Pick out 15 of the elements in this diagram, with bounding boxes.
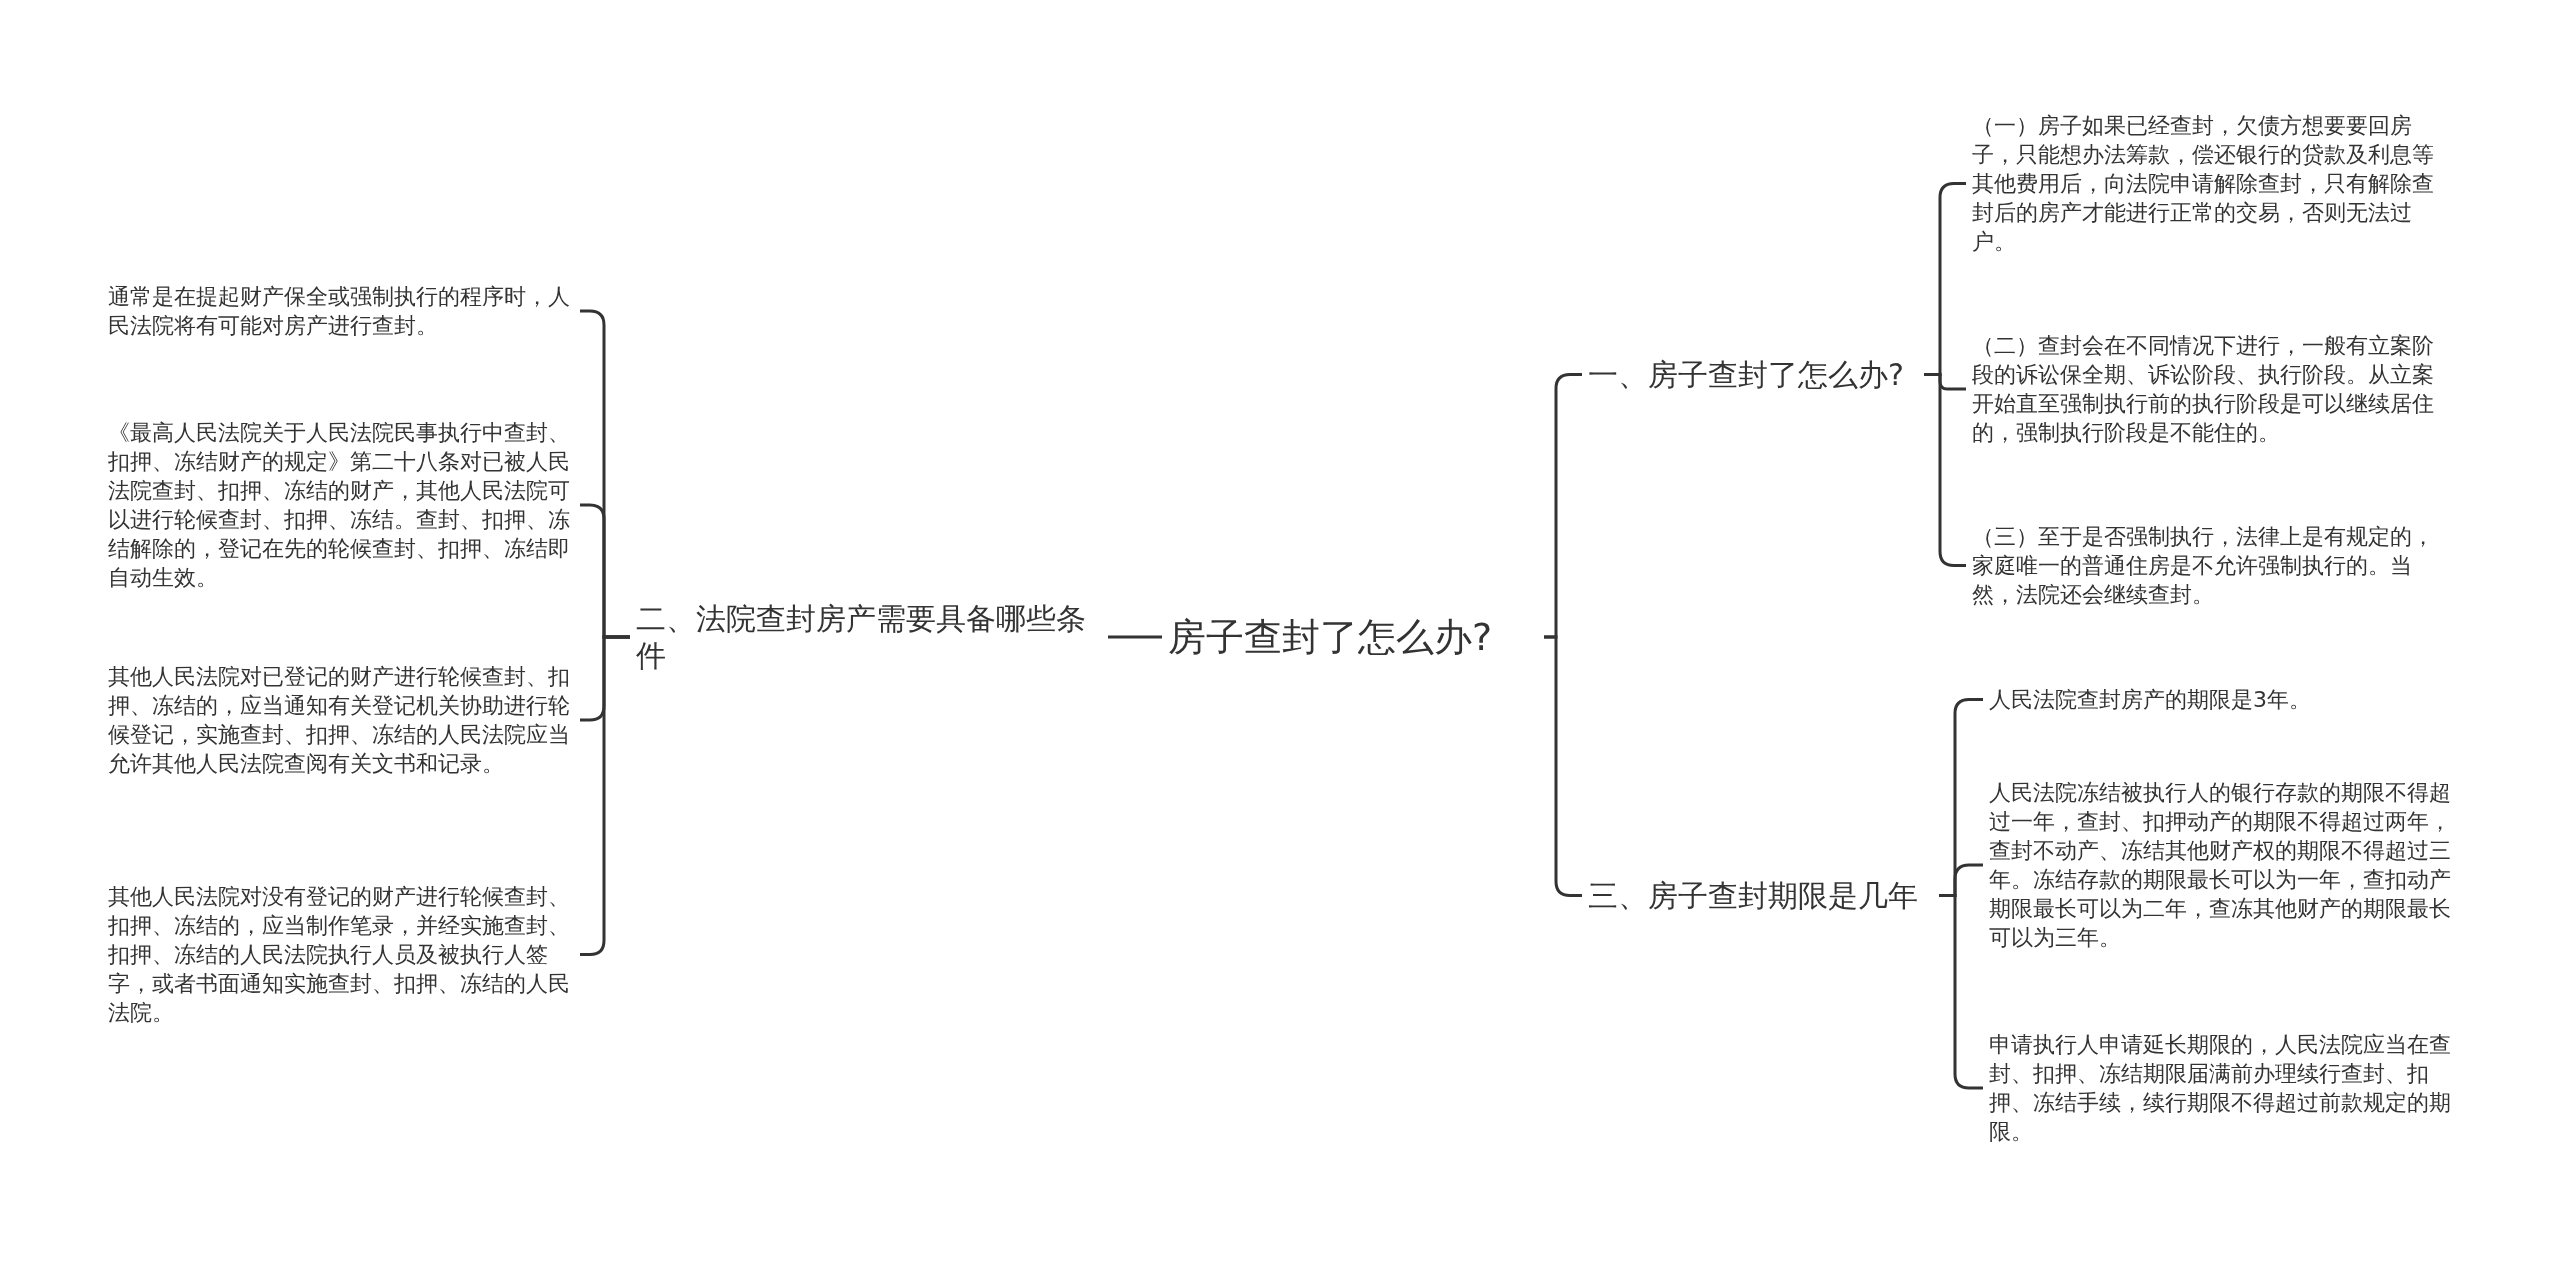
note-text: 人民法院冻结被执行人的银行存款的期限不得超过一年，查封、扣押动产的期限不得超过两年，查封不动产、冻结其他财产权的期限不得超过三年。冻结存款的期限最长可以为一年，查扣动产期限最长可以为二年，查冻其他财产的期限最长可以为三年。	[1989, 779, 2451, 952]
note-text: 通常是在提起财产保全或强制执行的程序时，人民法院将有可能对房产进行查封。	[108, 283, 571, 340]
branch-topic: 三、房子查封期限是几年	[1588, 877, 1919, 914]
note-text: 人民法院查封房产的期限是3年。	[1989, 686, 2312, 714]
note-text: 《最高人民法院关于人民法院民事执行中查封、扣押、冻结财产的规定》第二十八条对已被人民法院查封、扣押、冻结的财产，其他人民法院可以进行轮候查封、扣押、冻结。查封、扣押、冻结解除的，登记在先的轮候查封、扣押、冻结即自动生效。	[108, 419, 571, 592]
note-text: （二）查封会在不同情况下进行，一般有立案阶段的诉讼保全期、诉讼阶段、执行阶段。从立案开始直至强制执行前的执行阶段是可以继续居住的，强制执行阶段是不能住的。	[1972, 332, 2434, 447]
branch-topic: 二、法院查封房产需要具备哪些条件	[636, 600, 1087, 674]
branch-topic: 一、房子查封了怎么办?	[1588, 356, 1905, 393]
note-text: 其他人民法院对已登记的财产进行轮候查封、扣押、冻结的，应当通知有关登记机关协助进行轮候登记，实施查封、扣押、冻结的人民法院应当允许其他人民法院查阅有关文书和记录。	[108, 663, 571, 778]
note-text: （三）至于是否强制执行，法律上是有规定的，家庭唯一的普通住房是不允许强制执行的。当然，法院还会继续查封。	[1972, 523, 2434, 609]
note-text: 申请执行人申请延长期限的，人民法院应当在查封、扣押、冻结期限届满前办理续行查封、扣押、冻结手续，续行期限不得超过前款规定的期限。	[1989, 1031, 2451, 1146]
note-text: 其他人民法院对没有登记的财产进行轮候查封、扣押、冻结的，应当制作笔录，并经实施查封、扣押、冻结的人民法院执行人员及被执行人签字，或者书面通知实施查封、扣押、冻结的人民法院。	[108, 883, 571, 1027]
connector-line	[1108, 635, 1162, 639]
note-text: （一）房子如果已经查封，欠债方想要要回房子，只能想办法筹款，偿还银行的贷款及利息等其他费用后，向法院申请解除查封，只有解除查封后的房产才能进行正常的交易，否则无法过户。	[1972, 112, 2434, 256]
central-topic: 房子查封了怎么办?	[1168, 614, 1494, 661]
